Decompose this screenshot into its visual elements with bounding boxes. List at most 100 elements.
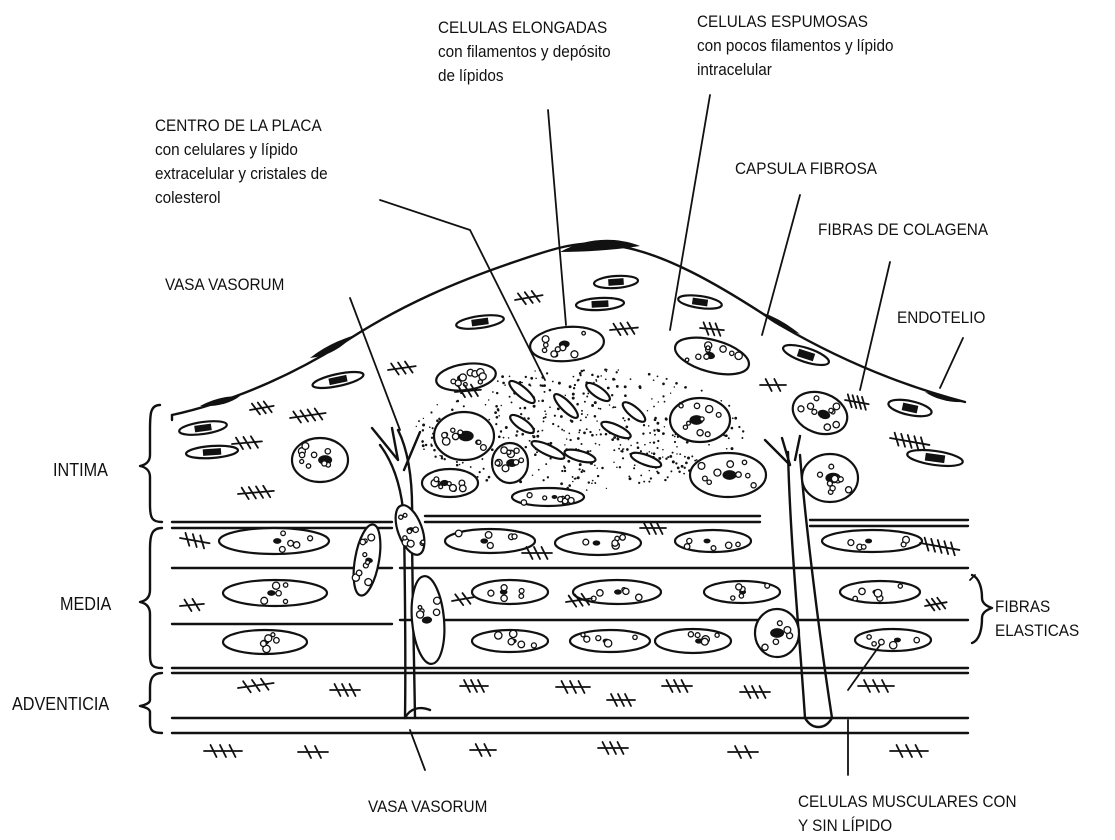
bracket-intima — [140, 405, 162, 522]
lipid-dot — [674, 386, 676, 388]
lipid-vacuole — [687, 538, 692, 543]
label-line: intracelular — [697, 58, 893, 82]
lipid-dot — [545, 463, 547, 465]
lipid-vacuole — [362, 552, 367, 557]
lipid-vacuole — [818, 472, 823, 477]
lipid-vacuole — [584, 636, 590, 642]
lipid-dot — [678, 470, 680, 472]
lipid-vacuole — [736, 542, 740, 546]
lipid-dot — [587, 414, 588, 415]
foam-cell — [390, 501, 430, 558]
cell-nucleus — [203, 448, 222, 456]
lipid-dot — [422, 444, 425, 447]
lipid-vacuole — [442, 438, 450, 446]
lipid-dot — [618, 369, 620, 371]
lipid-dot — [638, 482, 640, 484]
lipid-vacuole — [726, 542, 732, 548]
lipid-dot — [734, 417, 737, 420]
lipid-vacuole — [736, 472, 742, 478]
lipid-dot — [696, 459, 698, 461]
lipid-dot — [497, 380, 499, 382]
lipid-dot — [650, 477, 652, 479]
cholesterol-crystal — [530, 438, 567, 462]
lipid-dot — [422, 441, 424, 443]
vasa-vasorum-right-branch — [765, 436, 800, 465]
lipid-dot — [664, 426, 666, 428]
lipid-dot — [573, 376, 575, 378]
lipid-dot — [728, 437, 730, 439]
lipid-dot — [500, 430, 502, 432]
lipid-dot — [498, 415, 500, 417]
label-line: extracelular y cristales de — [155, 162, 328, 186]
lipid-dot — [561, 470, 563, 472]
label-celulas-espumosas: CELULAS ESPUMOSAS con pocos filamentos y… — [697, 10, 893, 82]
lipid-dot — [577, 379, 579, 381]
lipid-vacuole — [510, 630, 517, 637]
lipid-dot — [437, 404, 438, 405]
lipid-vacuole — [261, 641, 267, 647]
lipid-dot — [684, 386, 687, 389]
lipid-dot — [588, 481, 590, 483]
lipid-vacuole — [512, 534, 517, 539]
lipid-dot — [552, 423, 554, 425]
lipid-dot — [558, 382, 561, 385]
lipid-dot — [742, 430, 744, 432]
lipid-dot — [624, 385, 627, 388]
lipid-dot — [708, 444, 710, 446]
lipid-dot — [662, 449, 664, 451]
fiber-mark — [760, 379, 786, 391]
lipid-vacuole — [874, 589, 882, 597]
lipid-dot — [495, 423, 497, 425]
lipid-dot — [545, 413, 547, 415]
lipid-vacuole — [620, 535, 626, 541]
lipid-vacuole — [703, 353, 709, 359]
lipid-dot — [612, 378, 615, 381]
lipid-vacuole — [633, 635, 637, 639]
lipid-dot — [423, 418, 424, 419]
lipid-dot — [533, 435, 536, 438]
lipid-vacuole — [403, 513, 408, 518]
lipid-vacuole — [879, 639, 885, 645]
fiber-mark — [924, 596, 948, 612]
lipid-dot — [434, 456, 436, 458]
smooth-muscle-cell — [675, 530, 751, 552]
lipid-dot — [574, 478, 576, 480]
elongated-cell — [906, 447, 963, 469]
lipid-dot — [587, 392, 589, 394]
lipid-vacuole — [513, 460, 518, 465]
lipid-dot — [721, 400, 723, 402]
lipid-vacuole — [300, 460, 304, 464]
lipid-dot — [535, 378, 537, 380]
lipid-dot — [622, 417, 624, 419]
lipid-dot — [637, 446, 640, 449]
lipid-vacuole — [777, 621, 782, 626]
lipid-vacuole — [706, 345, 711, 350]
lipid-dot — [516, 430, 518, 432]
lipid-dot — [578, 432, 580, 434]
lipid-vacuole — [612, 540, 618, 546]
lipid-dot — [677, 467, 680, 470]
lipid-vacuole — [571, 351, 579, 359]
lipid-dot — [543, 417, 545, 419]
leader-capsula — [762, 195, 800, 335]
lipid-dot — [416, 426, 417, 427]
lipid-vacuole — [838, 477, 843, 482]
lipid-dot — [524, 407, 527, 410]
label-fibras-elasticas: FIBRAS ELASTICAS — [995, 595, 1079, 643]
lipid-dot — [456, 461, 458, 463]
lipid-dot — [492, 391, 494, 393]
lipid-dot — [634, 464, 636, 466]
lipid-dot — [654, 418, 657, 421]
lipid-dot — [594, 464, 596, 466]
fiber-mark — [699, 322, 724, 336]
lipid-dot — [549, 406, 551, 408]
lipid-vacuole — [697, 430, 703, 436]
lipid-dot — [488, 476, 491, 479]
lipid-dot — [622, 457, 624, 459]
lipid-vacuole — [765, 583, 770, 588]
lipid-dot — [643, 424, 645, 426]
lipid-vacuole — [502, 465, 509, 472]
lipid-dot — [436, 419, 439, 422]
lipid-dot — [564, 444, 566, 446]
smooth-muscle-cell — [223, 630, 307, 654]
